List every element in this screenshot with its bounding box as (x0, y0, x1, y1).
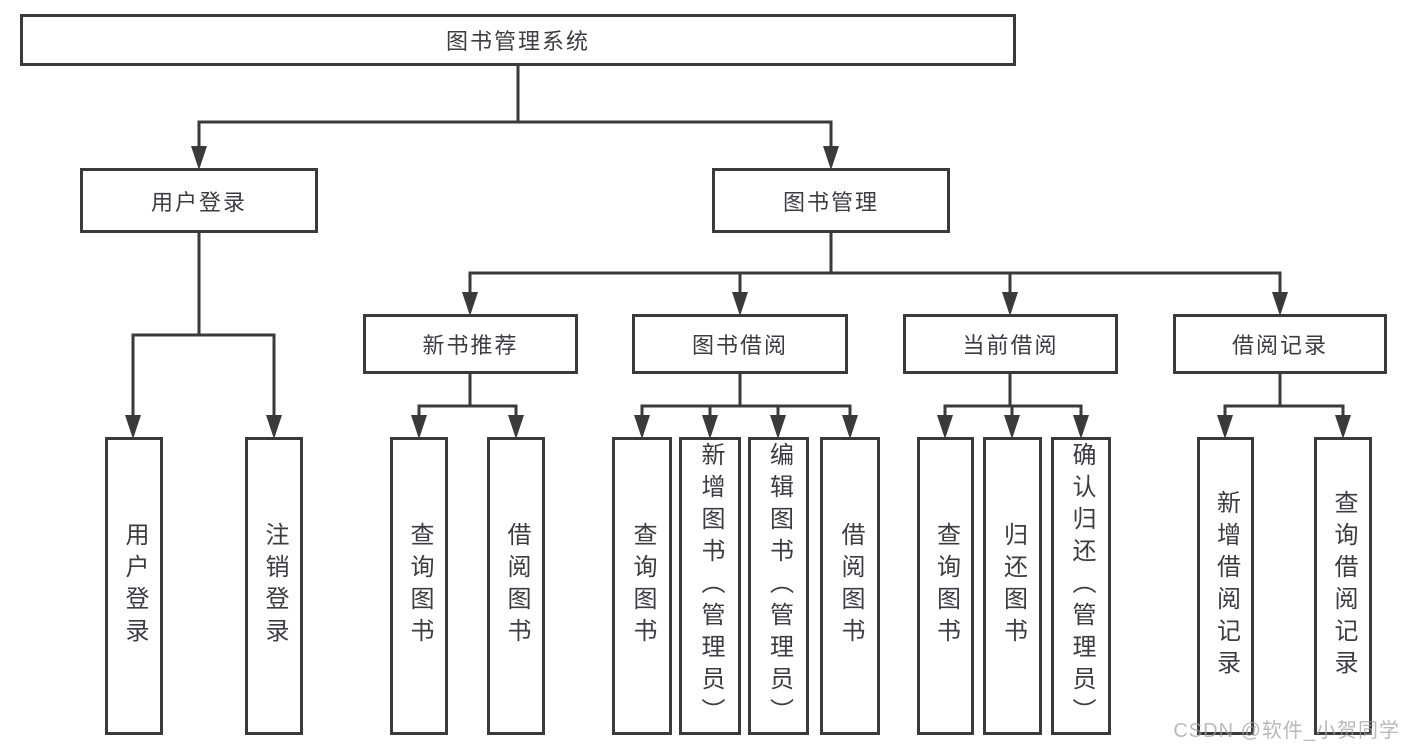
leaf-edit-books-admin-label: 编辑图书（管理员） (765, 442, 793, 730)
leaf-borrow-books-recommend-label: 借阅图书 (503, 522, 530, 650)
arrow-icon (125, 415, 141, 439)
leaf-user-login-label: 用户登录 (121, 522, 148, 650)
leaf-add-books-admin-label: 新增图书（管理员） (697, 442, 724, 730)
leaf-query-books-borrow-label: 查询图书 (629, 522, 656, 650)
leaf-logout-login: 注销登录 (245, 437, 303, 735)
node-new-book-recommend: 新书推荐 (363, 314, 578, 374)
arrow-icon (1272, 292, 1288, 316)
leaf-query-books-recommend: 查询图书 (390, 437, 448, 735)
leaf-borrow-books-recommend: 借阅图书 (487, 437, 545, 735)
arrow-icon (1073, 415, 1089, 439)
arrow-icon (1004, 415, 1020, 439)
leaf-query-books-recommend-label: 查询图书 (406, 522, 433, 650)
edge-book-management-to-level3 (468, 231, 1282, 296)
leaf-return-books: 归还图书 (983, 437, 1042, 735)
leaf-borrow-books-borrow: 借阅图书 (820, 437, 880, 735)
arrow-icon (1217, 415, 1233, 439)
edge-new-book-recommend-to-leaves (417, 372, 518, 419)
node-root: 图书管理系统 (20, 14, 1016, 66)
arrow-icon (508, 415, 524, 439)
arrow-icon (823, 146, 839, 170)
arrow-icon (634, 415, 650, 439)
leaf-return-books-label: 归还图书 (999, 522, 1027, 650)
arrow-icon (937, 415, 953, 439)
node-user-login: 用户登录 (80, 168, 318, 233)
node-book-management-label: 图书管理 (782, 189, 879, 215)
leaf-edit-books-admin: 编辑图书（管理员） (748, 437, 809, 735)
leaf-query-books-current: 查询图书 (917, 437, 974, 735)
leaf-add-borrow-record: 新增借阅记录 (1197, 437, 1254, 735)
node-current-borrow: 当前借阅 (903, 314, 1118, 374)
arrow-icon (702, 415, 718, 439)
arrow-icon (770, 415, 786, 439)
arrow-icon (842, 415, 858, 439)
connector-edges (131, 64, 1345, 419)
arrow-icon (191, 146, 207, 170)
node-new-book-recommend-label: 新书推荐 (422, 333, 519, 358)
edge-book-borrow-to-leaves (640, 372, 852, 419)
leaf-confirm-return-admin: 确认归还（管理员） (1051, 437, 1111, 735)
leaf-confirm-return-admin-label: 确认归还（管理员） (1068, 442, 1095, 730)
arrow-icon (266, 415, 282, 439)
node-current-borrow-label: 当前借阅 (962, 333, 1059, 358)
leaf-add-borrow-record-label: 新增借阅记录 (1212, 490, 1240, 682)
leaf-query-books-current-label: 查询图书 (932, 522, 960, 650)
leaf-add-books-admin: 新增图书（管理员） (679, 437, 741, 735)
node-root-label: 图书管理系统 (445, 29, 590, 54)
edge-borrow-records-to-leaves (1223, 372, 1345, 419)
arrow-icon (1335, 415, 1351, 439)
watermark: CSDN @软件_小贺同学 (1173, 720, 1400, 742)
node-book-borrow-label: 图书借阅 (691, 333, 788, 358)
arrow-icon (732, 292, 748, 316)
node-book-management: 图书管理 (712, 168, 950, 233)
leaf-user-login: 用户登录 (105, 437, 163, 735)
edge-root-to-level2 (197, 64, 833, 150)
leaf-query-borrow-record-label: 查询借阅记录 (1330, 490, 1357, 682)
leaf-borrow-books-borrow-label: 借阅图书 (837, 522, 864, 650)
leaf-logout-login-label: 注销登录 (261, 522, 288, 650)
node-borrow-records: 借阅记录 (1173, 314, 1387, 374)
arrowheads (125, 146, 1351, 439)
edge-current-borrow-to-leaves (943, 372, 1083, 419)
arrow-icon (411, 415, 427, 439)
node-borrow-records-label: 借阅记录 (1231, 333, 1328, 358)
node-book-borrow: 图书借阅 (632, 314, 848, 374)
arrow-icon (462, 292, 478, 316)
node-user-login-label: 用户登录 (150, 189, 247, 215)
edge-user-login-to-leaves (131, 231, 276, 419)
leaf-query-books-borrow: 查询图书 (612, 437, 672, 735)
arrow-icon (1002, 292, 1018, 316)
leaf-query-borrow-record: 查询借阅记录 (1314, 437, 1372, 735)
